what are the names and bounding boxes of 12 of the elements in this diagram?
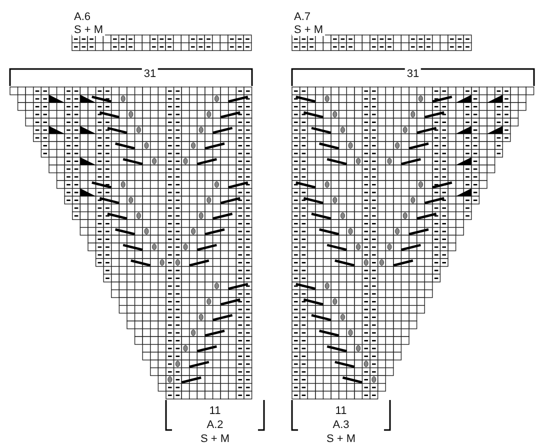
- chart-label: S + M: [198, 433, 232, 445]
- chart-label: A.2: [204, 419, 226, 431]
- chart-label: S + M: [292, 24, 326, 36]
- chart-label: S + M: [324, 433, 358, 445]
- stitch-count: 11: [207, 405, 223, 417]
- stitch-count: 31: [142, 68, 158, 80]
- stitch-count: 31: [404, 68, 422, 80]
- chart-label: S + M: [72, 24, 106, 36]
- stitch-count: 11: [333, 405, 349, 417]
- chart-label: A.7: [292, 11, 313, 23]
- chart-label: A.6: [72, 11, 93, 23]
- chart-label: A.3: [330, 419, 352, 431]
